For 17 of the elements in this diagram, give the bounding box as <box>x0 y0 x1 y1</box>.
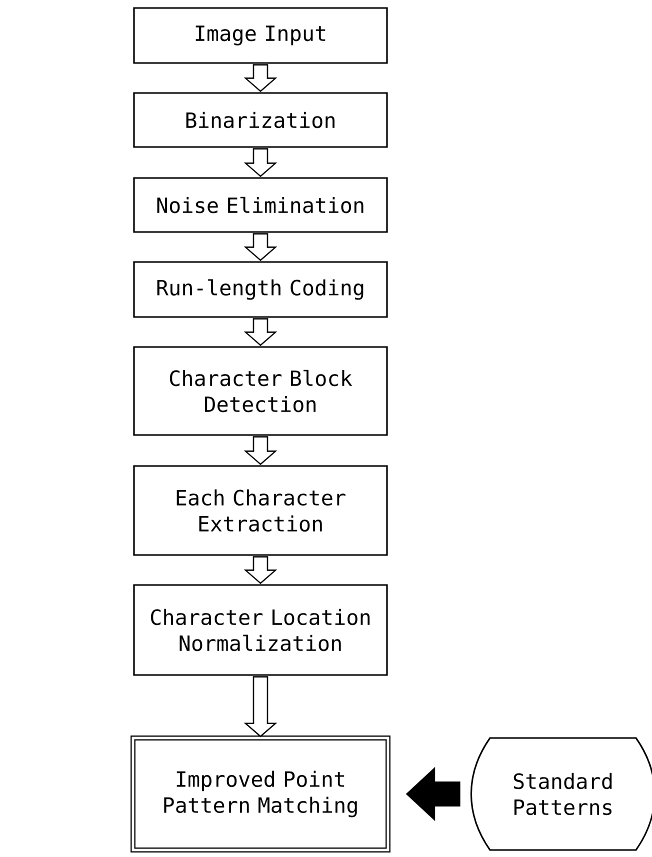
process-box: Each Character Extraction <box>133 465 388 556</box>
block-arrow <box>244 233 278 262</box>
block-arrow <box>244 556 278 584</box>
process-box: Noise Elimination <box>133 177 388 233</box>
block-arrow <box>244 318 278 346</box>
process-box: Image Input <box>133 7 388 64</box>
process-box: Character Block Detection <box>133 346 388 436</box>
block-arrow <box>244 148 278 178</box>
block-arrow <box>244 64 278 92</box>
process-box: Improved Point Pattern Matching <box>130 736 390 852</box>
block-arrow <box>406 766 460 822</box>
block-arrow <box>244 436 278 466</box>
process-box: Run-length Coding <box>133 261 388 318</box>
block-arrow <box>244 676 278 738</box>
process-box: Character Location Normalization <box>133 584 388 676</box>
process-box: Binarization <box>133 92 388 148</box>
input-box: Standard Patterns <box>470 737 652 851</box>
